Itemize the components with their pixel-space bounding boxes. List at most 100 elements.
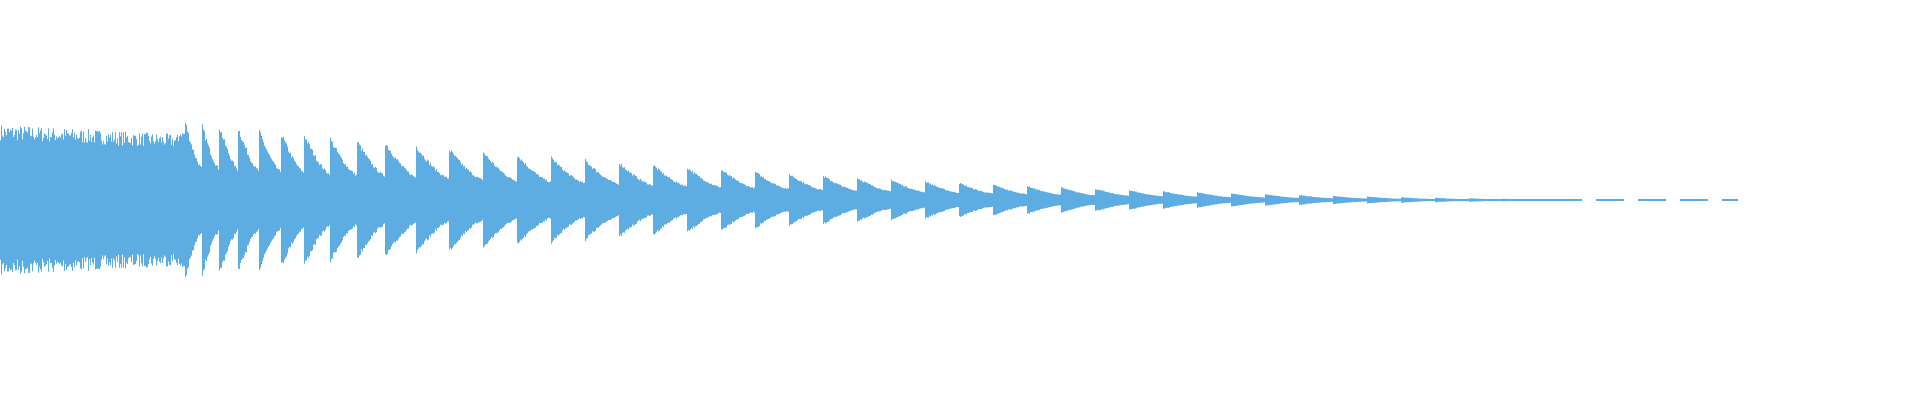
waveform-sample: [1396, 198, 1398, 202]
waveform-sample: [1163, 191, 1165, 209]
waveform-sample: [1048, 192, 1050, 208]
waveform-sample: [1265, 194, 1267, 206]
waveform-sample: [41, 128, 43, 272]
waveform-sample: [154, 143, 156, 257]
waveform-sample: [1378, 197, 1380, 203]
waveform-sample: [810, 185, 812, 215]
waveform-sample: [482, 180, 484, 220]
waveform-sample: [283, 136, 285, 264]
waveform-sample: [523, 162, 525, 238]
waveform-sample: [1363, 198, 1365, 202]
waveform-sample: [10, 129, 12, 271]
waveform-sample: [1324, 197, 1326, 203]
waveform-sample: [545, 180, 547, 220]
waveform-sample: [1707, 199, 1709, 201]
waveform-sample: [1559, 199, 1561, 201]
waveform-sample: [1509, 199, 1511, 202]
waveform-sample: [179, 136, 181, 264]
waveform-sample: [146, 132, 148, 268]
waveform-sample: [722, 170, 724, 230]
waveform-sample: [1095, 189, 1097, 211]
waveform-sample: [148, 135, 150, 265]
waveform-sample: [299, 168, 301, 232]
waveform-sample: [1534, 199, 1536, 201]
waveform-sample: [423, 155, 425, 245]
waveform-sample: [1261, 197, 1263, 203]
waveform-sample: [219, 129, 221, 271]
waveform-sample: [1415, 198, 1417, 202]
waveform-sample: [503, 172, 505, 228]
waveform-sample: [1002, 187, 1004, 213]
waveform-sample: [1143, 193, 1145, 207]
waveform-sample: [377, 171, 379, 229]
waveform-sample: [1439, 198, 1441, 202]
waveform-sample: [1191, 196, 1193, 204]
waveform-sample: [1065, 188, 1067, 212]
waveform-sample: [230, 159, 232, 241]
waveform-sample: [458, 159, 460, 241]
waveform-sample: [1569, 199, 1571, 201]
waveform-sample: [899, 183, 901, 217]
waveform-sample: [1331, 198, 1333, 202]
waveform-sample: [1532, 199, 1534, 201]
waveform-sample: [486, 156, 488, 244]
waveform-sample: [357, 142, 359, 258]
waveform-sample: [725, 172, 727, 228]
waveform-sample: [903, 186, 905, 214]
waveform-sample: [1322, 197, 1324, 203]
waveform-sample: [849, 188, 851, 212]
waveform-sample: [768, 181, 770, 219]
waveform-sample: [831, 181, 833, 219]
waveform-sample: [259, 130, 261, 270]
waveform-sample: [341, 157, 343, 243]
waveform-sample: [509, 177, 511, 223]
waveform-sample: [348, 168, 350, 231]
waveform-sample: [1690, 199, 1692, 201]
waveform-sample: [479, 177, 481, 223]
waveform-sample: [613, 181, 615, 219]
waveform-sample: [1234, 193, 1236, 207]
waveform-sample: [983, 192, 985, 208]
waveform-sample: [649, 184, 651, 216]
waveform-sample: [1130, 190, 1132, 210]
waveform-sample: [1731, 199, 1733, 201]
waveform-sample: [488, 158, 490, 242]
waveform-sample: [1147, 194, 1149, 206]
waveform-sample: [13, 137, 15, 263]
waveform-sample: [532, 170, 534, 230]
waveform-sample: [512, 179, 514, 221]
waveform-sample: [264, 145, 266, 255]
waveform-sample: [1538, 199, 1540, 201]
waveform-sample: [1381, 197, 1383, 203]
waveform-sample: [1010, 190, 1012, 210]
waveform-sample: [520, 160, 522, 240]
waveform-sample: [927, 182, 929, 218]
waveform-sample: [160, 136, 162, 264]
waveform-sample: [1287, 197, 1289, 203]
waveform-sample: [1436, 197, 1438, 203]
waveform-sample: [129, 142, 131, 258]
waveform-sample: [1344, 197, 1346, 203]
waveform-sample: [1226, 197, 1228, 203]
waveform-sample: [1292, 197, 1294, 203]
waveform-sample: [1320, 197, 1322, 203]
waveform-sample: [620, 165, 622, 235]
waveform-sample: [457, 158, 459, 242]
waveform-sample: [137, 145, 139, 255]
waveform-sample: [414, 176, 416, 224]
waveform-sample: [466, 167, 468, 233]
waveform-sample: [217, 165, 219, 235]
waveform-sample: [1421, 198, 1423, 202]
waveform-sample: [568, 173, 570, 227]
waveform-sample: [1727, 199, 1729, 201]
waveform-sample: [209, 147, 211, 253]
waveform-sample: [1407, 197, 1409, 203]
waveform-sample: [5, 132, 7, 269]
waveform-sample: [533, 171, 535, 229]
waveform-sample: [1619, 199, 1621, 201]
waveform-sample: [1433, 199, 1435, 201]
waveform-sample: [94, 142, 96, 258]
waveform-sample: [1526, 199, 1528, 201]
waveform-sample: [966, 185, 968, 215]
waveform-sample: [935, 186, 937, 215]
